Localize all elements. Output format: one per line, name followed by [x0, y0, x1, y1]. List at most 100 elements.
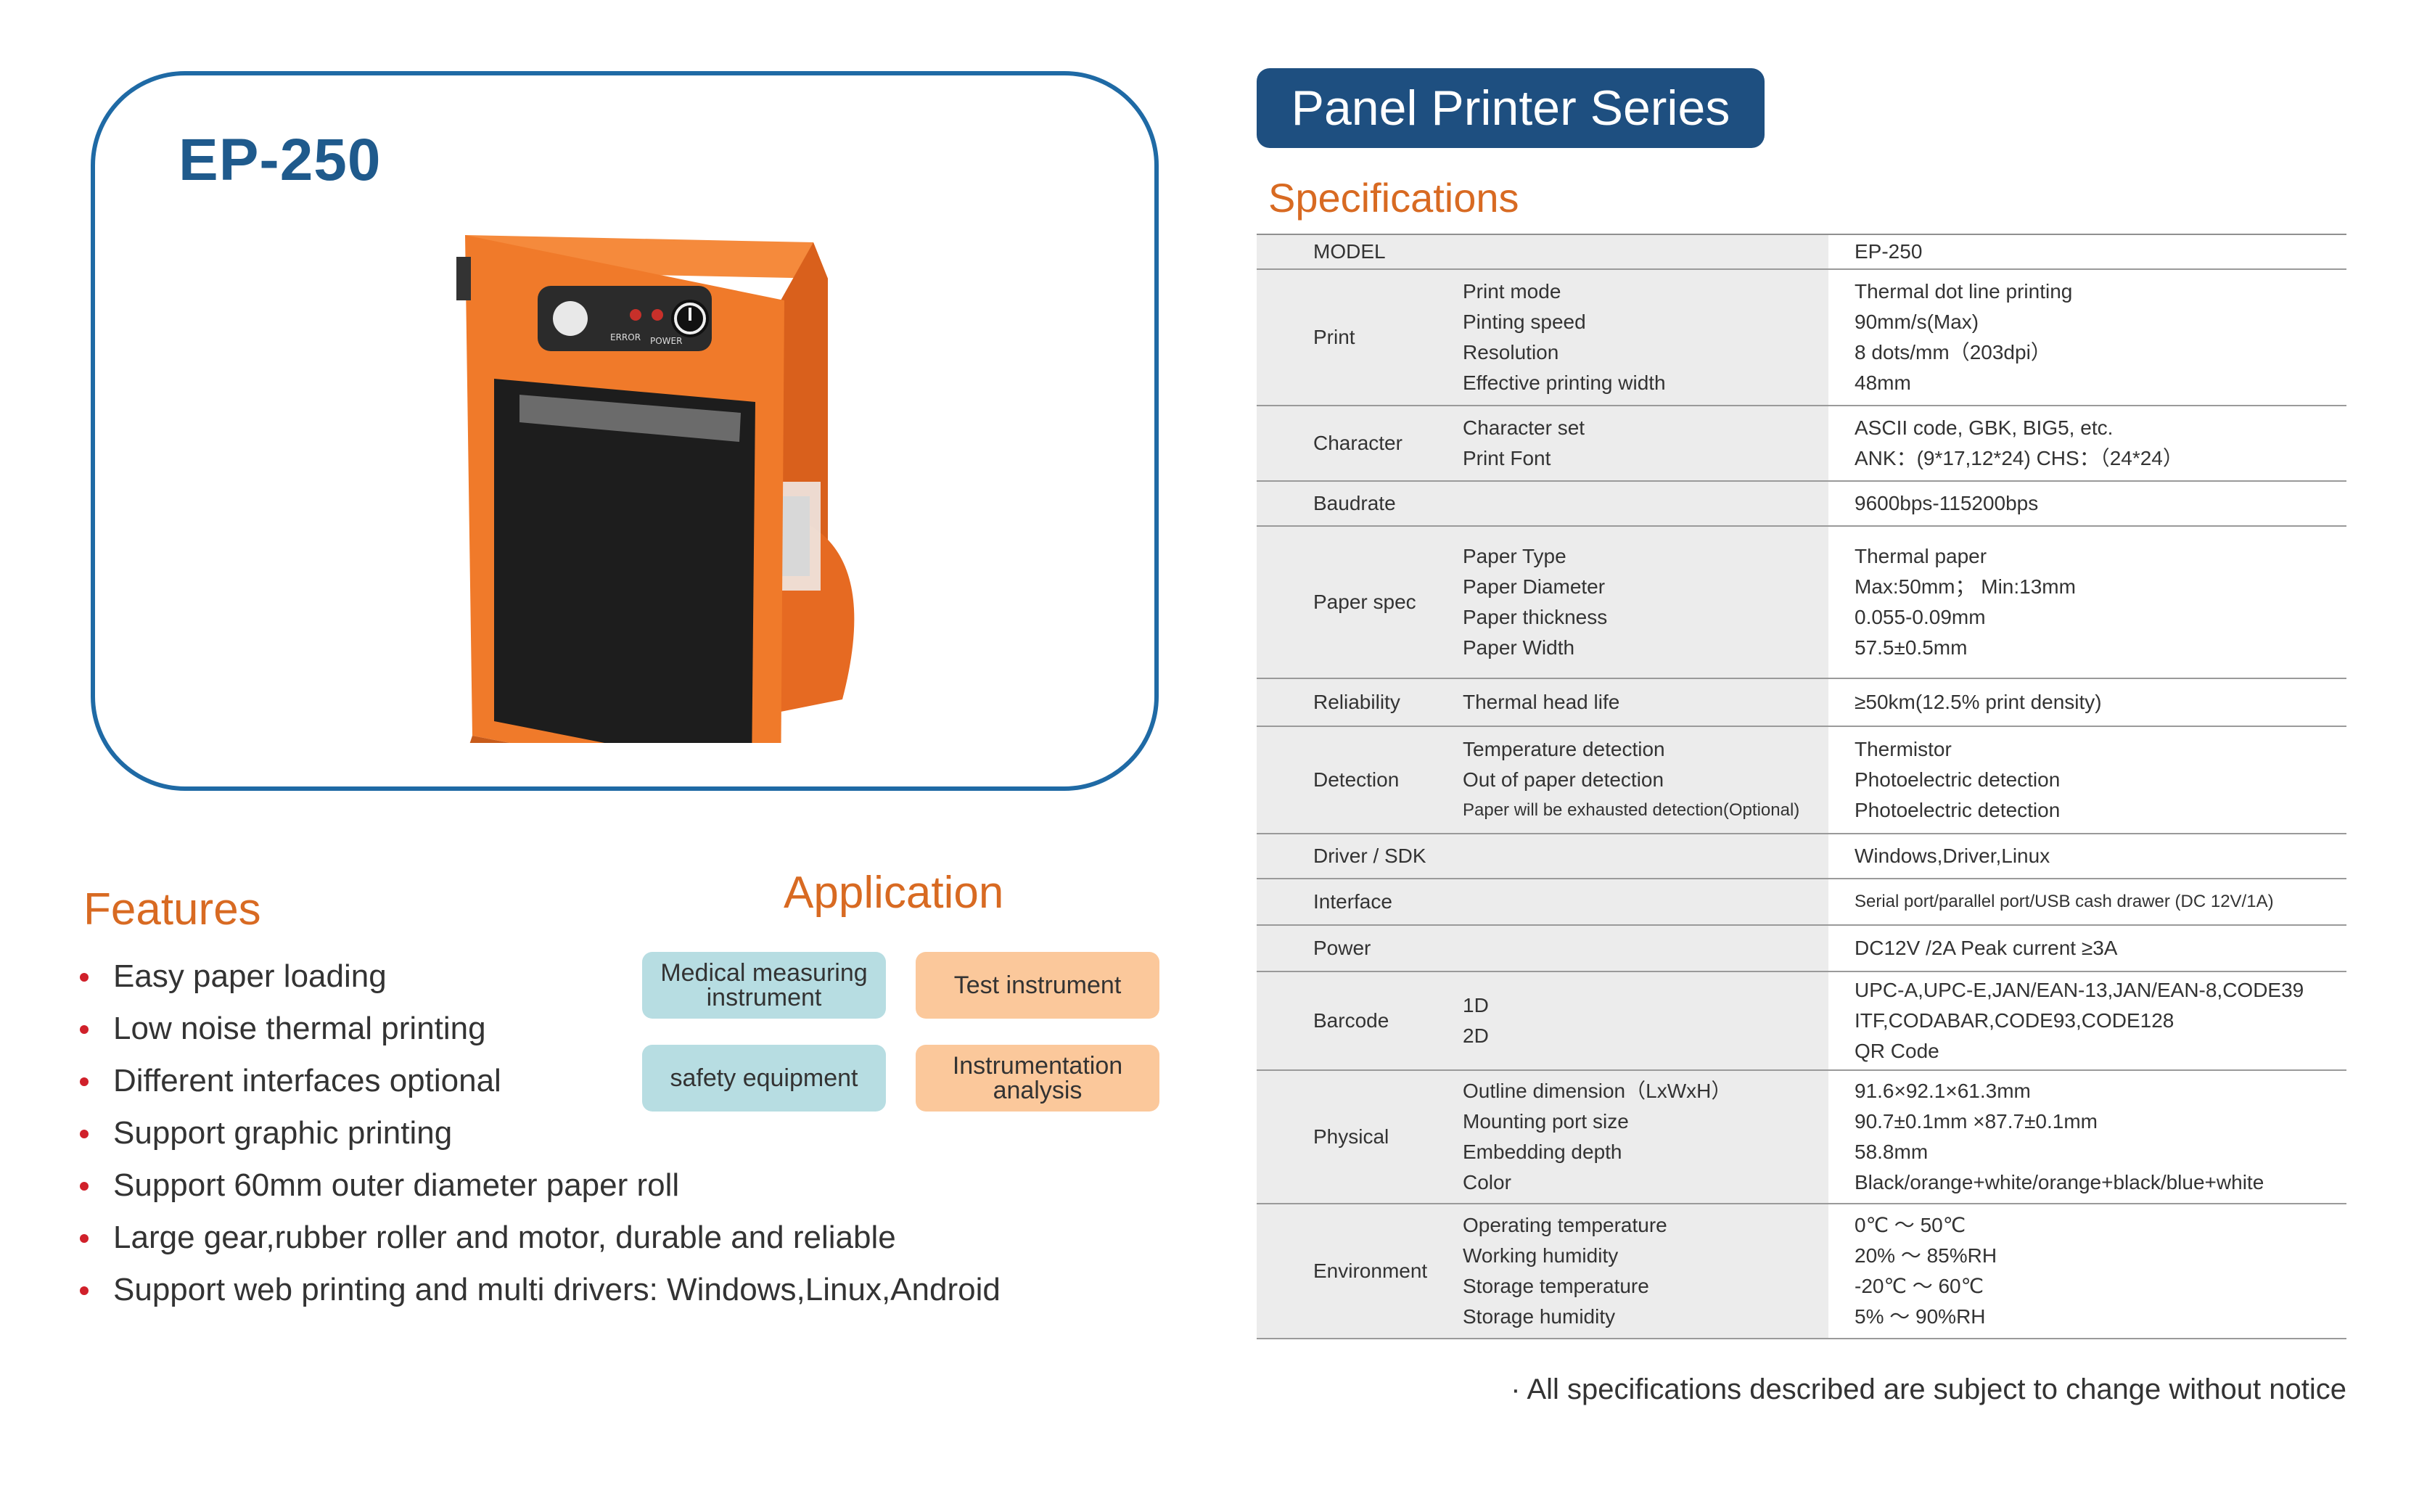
spec-sub: Paper Diameter: [1463, 575, 1606, 598]
panel-label-power: POWER: [650, 336, 682, 346]
spec-values: 91.6×92.1×61.3mm 90.7±0.1mm ×87.7±0.1mm …: [1828, 1071, 2346, 1203]
spec-sub: 1D: [1463, 994, 1489, 1016]
spec-category: Interface: [1313, 890, 1392, 913]
feature-item: Different interfaces optional: [80, 1055, 1001, 1107]
spec-value: 5% ～ 90%RH: [1855, 1305, 1986, 1328]
spec-subs: [1457, 834, 1828, 878]
spec-value: UPC-A,UPC-E,JAN/EAN-13,JAN/EAN-8,CODE39: [1855, 979, 2304, 1001]
spec-row-paper-spec: Paper spec Paper Type Paper Diameter Pap…: [1257, 527, 2346, 679]
spec-values: Thermal paper Max:50mm； Min:13mm 0.055-0…: [1828, 527, 2346, 678]
spec-values: UPC-A,UPC-E,JAN/EAN-13,JAN/EAN-8,CODE39 …: [1828, 972, 2346, 1069]
spec-sub: 2D: [1463, 1024, 1489, 1047]
spec-values: 9600bps-115200bps: [1828, 482, 2346, 525]
spec-row-physical: Physical Outline dimension（LxWxH） Mounti…: [1257, 1071, 2346, 1204]
feature-item: Support web printing and multi drivers: …: [80, 1264, 1001, 1316]
spec-category: Baudrate: [1313, 492, 1396, 514]
spec-value: 8 dots/mm（203dpi）: [1855, 341, 2051, 363]
footnote-text: All specifications described are subject…: [1527, 1373, 2346, 1405]
spec-row-model: MODEL EP-250: [1257, 235, 2346, 270]
spec-subs: [1457, 482, 1828, 525]
spec-row-print: Print Print mode Pinting speed Resolutio…: [1257, 270, 2346, 406]
bullet-dot-icon: [80, 973, 89, 982]
bullet-dot-icon: [80, 1182, 89, 1191]
spec-sub: Operating temperature: [1463, 1214, 1667, 1236]
spec-sub: Paper Width: [1463, 636, 1575, 659]
spec-sub: Outline dimension（LxWxH）: [1463, 1080, 1732, 1102]
spec-value: Photoelectric detection: [1855, 799, 2061, 821]
bullet-dot-icon: [80, 1130, 89, 1138]
spec-values: 0℃ ～ 50℃ 20% ～ 85%RH -20℃ ～ 60℃ 5% ～ 90%…: [1828, 1204, 2346, 1338]
spec-values: Serial port/parallel port/USB cash drawe…: [1828, 879, 2346, 924]
tag-line: analysis: [993, 1077, 1083, 1104]
spec-value: 90.7±0.1mm ×87.7±0.1mm: [1855, 1110, 2098, 1133]
spec-subs: Print mode Pinting speed Resolution Effe…: [1457, 270, 1828, 405]
spec-value: DC12V /2A Peak current ≥3A: [1855, 937, 2118, 959]
feature-text: Low noise thermal printing: [113, 1011, 486, 1046]
spec-value: Serial port/parallel port/USB cash drawe…: [1855, 892, 2274, 911]
features-list: Easy paper loading Low noise thermal pri…: [80, 950, 1001, 1316]
spec-row-baudrate: Baudrate 9600bps-115200bps: [1257, 482, 2346, 527]
feature-item: Large gear,rubber roller and motor, dura…: [80, 1212, 1001, 1264]
tag-line: safety equipment: [670, 1064, 858, 1092]
spec-subs: 1D 2D: [1457, 972, 1828, 1069]
bullet-dot-icon: [80, 1286, 89, 1295]
spec-sub: Color: [1463, 1171, 1511, 1193]
spec-category: Physical: [1313, 1125, 1389, 1148]
tag-line: Medical measuring: [660, 959, 868, 987]
product-card: EP-250 ERROR POWER: [91, 71, 1159, 791]
spec-value: ANK：(9*17,12*24) CHS：（24*24）: [1855, 447, 2183, 469]
spec-value: Thermal paper: [1855, 545, 1987, 567]
spec-category: Environment: [1313, 1260, 1428, 1282]
spec-value: ASCII code, GBK, BIG5, etc.: [1855, 416, 2114, 439]
spec-value: 90mm/s(Max): [1855, 311, 1979, 333]
spec-sub: Storage humidity: [1463, 1305, 1616, 1328]
spec-category: MODEL: [1313, 240, 1386, 263]
spec-value: 48mm: [1855, 371, 1911, 394]
spec-sub: Paper will be exhausted detection(Option…: [1463, 800, 1800, 820]
spec-sub: Paper Type: [1463, 545, 1566, 567]
spec-category: Barcode: [1313, 1009, 1389, 1032]
spec-value: ITF,CODABAR,CODE93,CODE128: [1855, 1009, 2174, 1032]
spec-sub: Mounting port size: [1463, 1110, 1629, 1133]
spec-sub: Resolution: [1463, 341, 1559, 363]
spec-value: 91.6×92.1×61.3mm: [1855, 1080, 2031, 1102]
spec-row-character: Character Character set Print Font ASCII…: [1257, 406, 2346, 482]
spec-sub: Paper thickness: [1463, 606, 1608, 628]
tag-line: Test instrument: [953, 971, 1122, 999]
tag-line: instrument: [706, 984, 822, 1011]
specifications-title: Specifications: [1268, 175, 1519, 221]
spec-row-detection: Detection Temperature detection Out of p…: [1257, 727, 2346, 834]
spec-subs: Temperature detection Out of paper detec…: [1457, 727, 1828, 833]
application-title: Application: [784, 868, 1004, 918]
spec-value: ≥50km(12.5% print density): [1855, 691, 2102, 713]
panel-label-error: ERROR: [610, 332, 641, 342]
printer-image: ERROR POWER: [456, 235, 855, 743]
spec-sub: Working humidity: [1463, 1244, 1619, 1267]
spec-value: Photoelectric detection: [1855, 768, 2061, 791]
spec-row-environment: Environment Operating temperature Workin…: [1257, 1204, 2346, 1339]
feature-item: Low noise thermal printing: [80, 1003, 1001, 1055]
spec-value: 0℃ ～ 50℃: [1855, 1214, 1966, 1236]
spec-values: ASCII code, GBK, BIG5, etc. ANK：(9*17,12…: [1828, 406, 2346, 480]
spec-sub: Storage temperature: [1463, 1275, 1649, 1297]
spec-category: Reliability: [1313, 691, 1400, 713]
tag-line: Instrumentation: [952, 1052, 1123, 1080]
feature-text: Support graphic printing: [113, 1115, 453, 1151]
spec-value: Max:50mm； Min:13mm: [1855, 575, 2076, 598]
features-title: Features: [83, 884, 261, 934]
spec-category: Paper spec: [1313, 591, 1416, 613]
spec-row-power: Power DC12V /2A Peak current ≥3A: [1257, 926, 2346, 972]
feature-text: Easy paper loading: [113, 958, 387, 994]
spec-value: -20℃ ～ 60℃: [1855, 1275, 1984, 1297]
footnote: · All specifications described are subje…: [1511, 1373, 2346, 1406]
spec-value: Thermistor: [1855, 738, 1952, 760]
spec-value: 58.8mm: [1855, 1141, 1929, 1163]
feature-item: Support graphic printing: [80, 1107, 1001, 1159]
feature-text: Different interfaces optional: [113, 1063, 501, 1098]
spec-value: 0.055-0.09mm: [1855, 606, 1986, 628]
feature-text: Large gear,rubber roller and motor, dura…: [113, 1220, 896, 1255]
spec-category: Print: [1313, 326, 1355, 348]
feature-item: Easy paper loading: [80, 950, 1001, 1003]
spec-row-reliability: Reliability Thermal head life ≥50km(12.5…: [1257, 679, 2346, 727]
